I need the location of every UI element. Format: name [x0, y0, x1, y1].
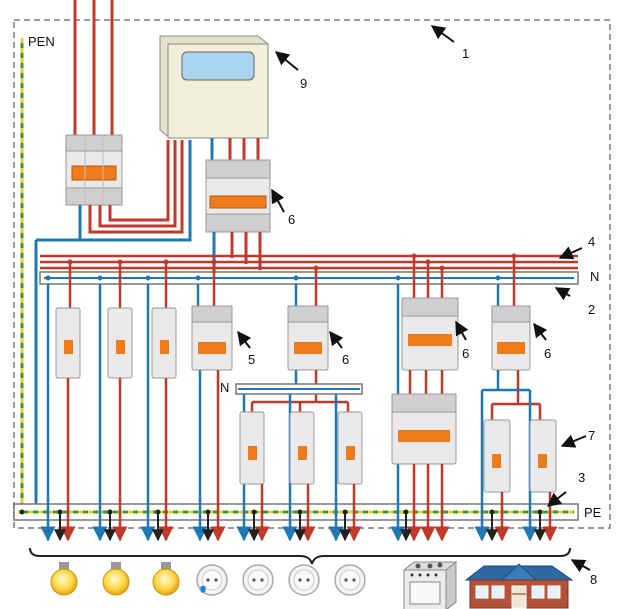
callout-7: 7 — [588, 428, 595, 443]
incoming-phase-wires — [73, 0, 114, 135]
callout-4: 4 — [588, 234, 595, 249]
callout-5: 5 — [248, 352, 255, 367]
main-to-meter-wires — [78, 140, 192, 242]
callout-2: 2 — [588, 302, 595, 317]
callout-6-stove: 6 — [462, 346, 469, 361]
rcd-house — [482, 256, 540, 406]
n-bus-label: N — [590, 269, 599, 284]
stove-icon — [402, 560, 458, 609]
socket-breakers — [236, 394, 363, 542]
rcd-sockets — [287, 268, 329, 402]
callout-6-top: 6 — [288, 212, 295, 227]
main-rcd — [205, 159, 271, 233]
outlet-icon — [288, 564, 320, 596]
outlet-icon — [242, 564, 274, 596]
bulb-icon — [102, 562, 130, 596]
phase-busbars — [40, 254, 578, 270]
consumers-brace — [29, 547, 571, 565]
callouts: 1 2 3 4 5 6 6 6 6 7 8 9 — [237, 25, 597, 587]
pe-drops — [54, 512, 546, 542]
meter-to-rcd-wires — [210, 138, 260, 160]
rcd-bathroom — [191, 262, 233, 542]
rcd-stove — [396, 256, 459, 394]
electricity-meter — [159, 35, 269, 139]
bulb-icon — [152, 562, 180, 596]
callout-6-sockets: 6 — [342, 352, 349, 367]
pe-bus-label: PE — [584, 505, 602, 520]
callout-1: 1 — [462, 46, 469, 61]
n-sub-bus-label: N — [220, 380, 229, 395]
house-breakers — [474, 390, 558, 542]
callout-9: 9 — [300, 76, 307, 91]
rcd-to-bus-wires — [212, 232, 262, 276]
house-icon — [464, 563, 574, 609]
bulb-icon — [50, 562, 78, 596]
pen-label: PEN — [28, 34, 55, 49]
consumers — [50, 560, 574, 609]
outlet-icon — [196, 564, 228, 596]
callout-8: 8 — [590, 572, 597, 587]
stove-breaker — [390, 298, 457, 542]
main-breaker — [65, 134, 123, 206]
callout-6-house: 6 — [544, 346, 551, 361]
lighting-circuits — [40, 262, 177, 542]
callout-3: 3 — [578, 470, 585, 485]
outlet-icon — [334, 564, 366, 596]
junction-dots — [19, 253, 543, 515]
